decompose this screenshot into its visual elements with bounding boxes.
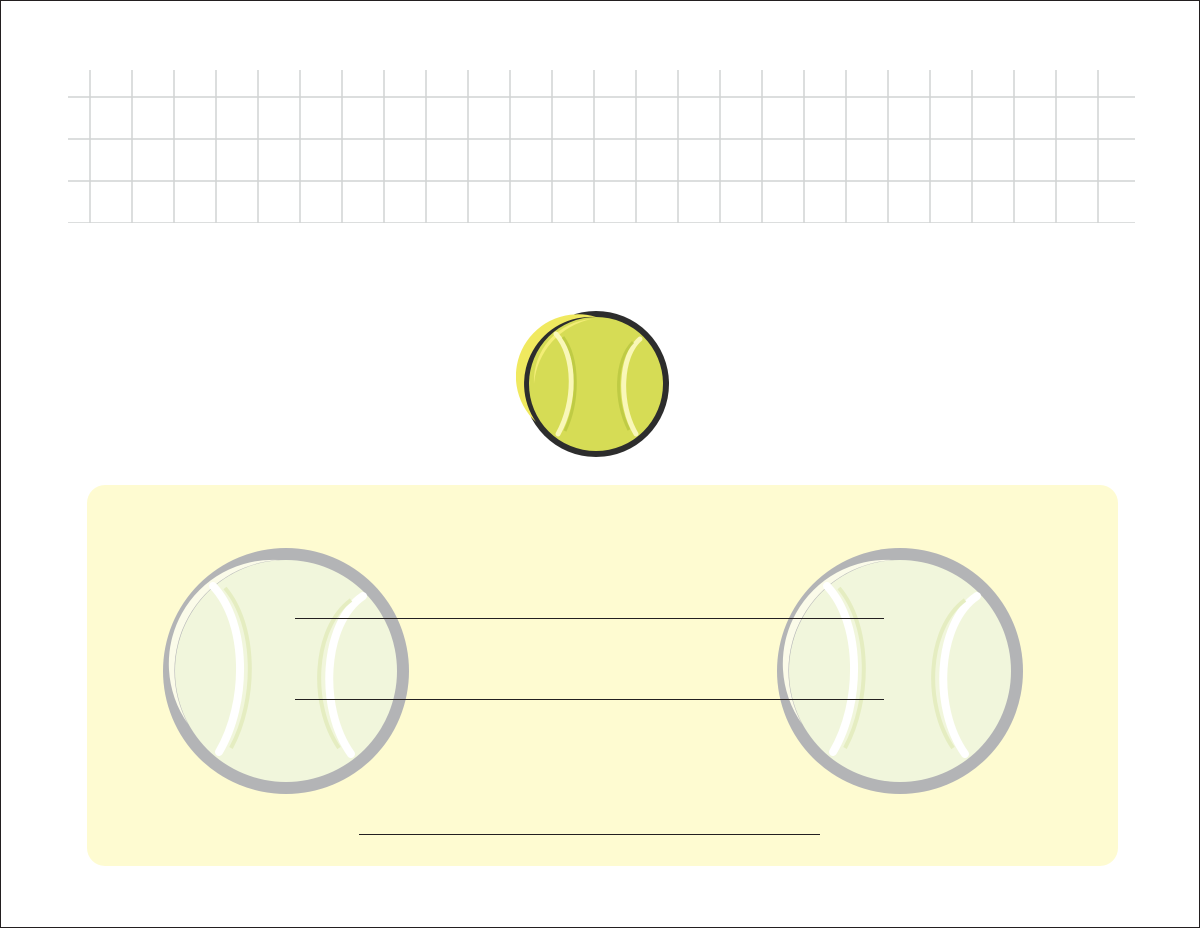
tennis-ball-icon: [777, 548, 1023, 794]
tennis-ball-icon: [163, 548, 409, 794]
writing-line: [295, 618, 884, 619]
writing-grid: [68, 70, 1135, 223]
tennis-ball-icon: [516, 311, 669, 457]
writing-line: [359, 834, 820, 835]
writing-line: [295, 699, 884, 700]
